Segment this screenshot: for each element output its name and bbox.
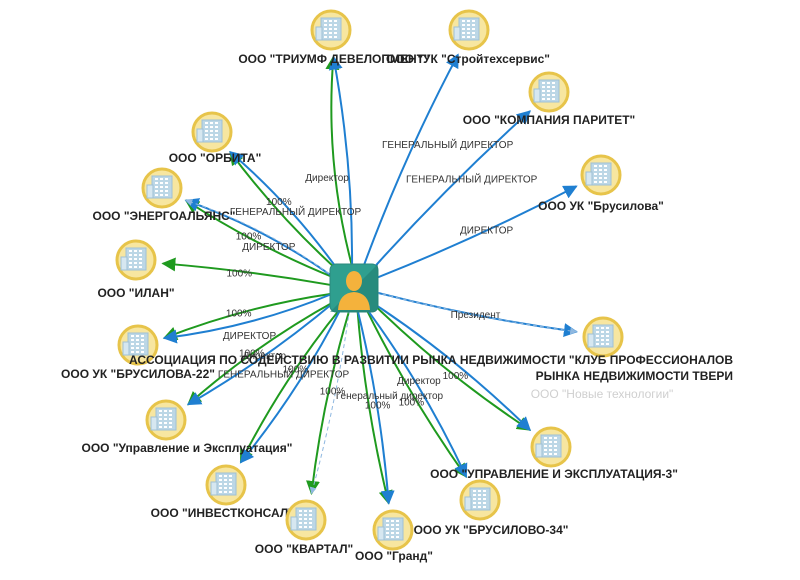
edge-former-to-n6[interactable] [185, 199, 335, 279]
company-node-n5[interactable]: ООО "ОРБИТА" [169, 111, 262, 165]
edge-ownership-to-n15[interactable] [306, 309, 351, 495]
company-name: ООО "УПРАВЛЕНИЕ И ЭКСПЛУАТАЦИЯ-3" [430, 467, 678, 481]
company-name-line2: РЫНКА НЕДВИЖИМОСТИ ТВЕРИ [536, 369, 733, 383]
edge-director-to-n5[interactable] [229, 151, 341, 273]
edge-label: 100% [226, 308, 252, 319]
edge-ownership-to-n8[interactable] [162, 292, 333, 341]
edge-ownership-to-n6[interactable] [184, 199, 335, 279]
building-icon [528, 71, 570, 113]
edge-ownership-to-n5[interactable] [229, 150, 340, 273]
edge-director-to-n3[interactable] [368, 110, 531, 274]
company-node-n11[interactable]: ООО "Управление и Эксплуатация" [82, 399, 293, 455]
building-icon [191, 111, 233, 153]
company-name: ООО УК "БРУСИЛОВА-22" [61, 367, 215, 381]
company-node-n14[interactable]: ООО УК "БРУСИЛОВО-34" [414, 479, 569, 537]
edge-label: ГЕНЕРАЛЬНЫЙ ДИРЕКТОР [230, 205, 362, 218]
edge-label: 100% [365, 400, 391, 411]
company-name: ООО "Управление и Эксплуатация" [82, 441, 293, 455]
edge-label: ГЕНЕРАЛЬНЫЙ ДИРЕКТОР [218, 368, 350, 381]
building-icon [205, 464, 247, 506]
edge-director-to-n12[interactable] [370, 300, 531, 432]
company-node-n3[interactable]: ООО "КОМПАНИЯ ПАРИТЕТ" [463, 71, 636, 127]
company-name: ООО "ИЛАН" [97, 286, 174, 300]
company-node-n8[interactable]: ООО УК "БРУСИЛОВА-22" [61, 324, 215, 381]
building-icon [145, 399, 187, 441]
company-name: АССОЦИАЦИЯ ПО СОДЕЙСТВИЮ В РАЗВИТИИ РЫНК… [129, 352, 733, 367]
company-node-n12[interactable]: ООО "УПРАВЛЕНИЕ И ЭКСПЛУАТАЦИЯ-3" [430, 426, 678, 481]
building-icon [117, 324, 159, 366]
edge-label: ДИРЕКТОР [460, 226, 514, 237]
building-icon [582, 316, 624, 358]
company-node-n2[interactable]: ООО "УК "Стройтехсервис" [386, 9, 550, 66]
edge-ownership-to-n13[interactable] [239, 305, 343, 464]
edge-director-to-n16[interactable] [356, 309, 395, 505]
company-node-n4[interactable]: ООО УК "Брусилова" [538, 154, 664, 213]
edge-label: 100% [236, 231, 262, 242]
edge-label: ГЕНЕРАЛЬНЫЙ ДИРЕКТОР [406, 173, 538, 186]
edge-label: Президент [451, 310, 501, 321]
edge-label: ДИРЕКТОР [242, 242, 296, 253]
edge-label: ДИРЕКТОР [223, 331, 277, 342]
edge-label: 100% [399, 397, 425, 408]
building-icon [372, 509, 414, 551]
edge-label: ГЕНЕРАЛЬНЫЙ ДИРЕКТОР [382, 138, 514, 151]
building-icon [310, 9, 352, 51]
company-node-n1[interactable]: ООО "ТРИУМФ ДЕВЕЛОПМЕНТ" [238, 9, 430, 66]
edge-label: Директор [305, 173, 349, 184]
company-name: ООО УК "Брусилова" [538, 199, 664, 213]
edge-director-to-n9[interactable] [375, 291, 578, 338]
company-node-n6[interactable]: ООО "ЭНЕРГОАЛЬЯНС" [93, 167, 236, 223]
edge-label: 100% [266, 197, 292, 208]
company-name: ООО "ТРИУМФ ДЕВЕЛОПМЕНТ" [238, 52, 429, 66]
edge-director-to-n13[interactable] [239, 305, 343, 464]
building-icon [115, 239, 157, 281]
edge-ownership-to-n16[interactable] [356, 309, 393, 505]
company-name: ООО "Новые технологии" [531, 387, 674, 401]
company-name: ООО "ОРБИТА" [169, 151, 262, 165]
edge-director-to-n8[interactable] [162, 292, 334, 344]
company-node-n7[interactable]: ООО "ИЛАН" [97, 239, 175, 300]
company-node-n13[interactable]: ООО "ИНВЕСТКОНСАЛТ" [151, 464, 302, 520]
building-icon [580, 154, 622, 196]
person-icon [329, 263, 379, 313]
edge-director-to-n4[interactable] [373, 185, 578, 280]
company-name: ООО "КВАРТАЛ" [255, 542, 353, 556]
company-node-n16[interactable]: ООО "Гранд" [355, 509, 433, 563]
company-name: ООО УК "БРУСИЛОВО-34" [414, 523, 569, 537]
company-name: ООО "УК "Стройтехсервис" [386, 52, 550, 66]
edge-director-to-n14[interactable] [364, 306, 468, 479]
company-node-n9[interactable]: АССОЦИАЦИЯ ПО СОДЕЙСТВИЮ В РАЗВИТИИ РЫНК… [129, 316, 733, 383]
edge-label: Директор [397, 376, 441, 387]
edge-ownership-to-n14[interactable] [364, 306, 468, 478]
company-node-n15[interactable]: ООО "КВАРТАЛ" [255, 499, 353, 556]
edge-label: Генеральный директор [336, 391, 444, 402]
company-name: ООО "Гранд" [355, 549, 433, 563]
building-icon [285, 499, 327, 541]
edge-ownership-to-n1[interactable] [325, 55, 354, 267]
edge-director-to-n11[interactable] [186, 299, 337, 406]
company-name: ООО "ЭНЕРГОАЛЬЯНС" [93, 209, 236, 223]
edge-label: 100% [226, 268, 252, 279]
edge-label: Директор [243, 351, 287, 362]
person-node[interactable] [329, 263, 379, 313]
edge-ownership-to-n12[interactable] [370, 301, 532, 431]
company-name: ООО "ИНВЕСТКОНСАЛТ" [151, 506, 302, 520]
edge-label: 100% [320, 387, 346, 398]
edge-ownership-to-n7[interactable] [161, 257, 333, 287]
edge-label: 100% [443, 371, 469, 382]
edge-label: 100% [239, 349, 265, 360]
edge-director-to-n1[interactable] [328, 55, 354, 267]
building-icon [459, 479, 501, 521]
company-name: ООО "КОМПАНИЯ ПАРИТЕТ" [463, 113, 636, 127]
edge-label: 100% [283, 364, 309, 375]
building-icon [448, 9, 490, 51]
edge-ownership-to-n11[interactable] [187, 299, 337, 406]
edge-director-to-n2[interactable] [362, 53, 459, 269]
building-icon [141, 167, 183, 209]
edge-former-to-n15[interactable] [309, 309, 351, 495]
building-icon [530, 426, 572, 468]
